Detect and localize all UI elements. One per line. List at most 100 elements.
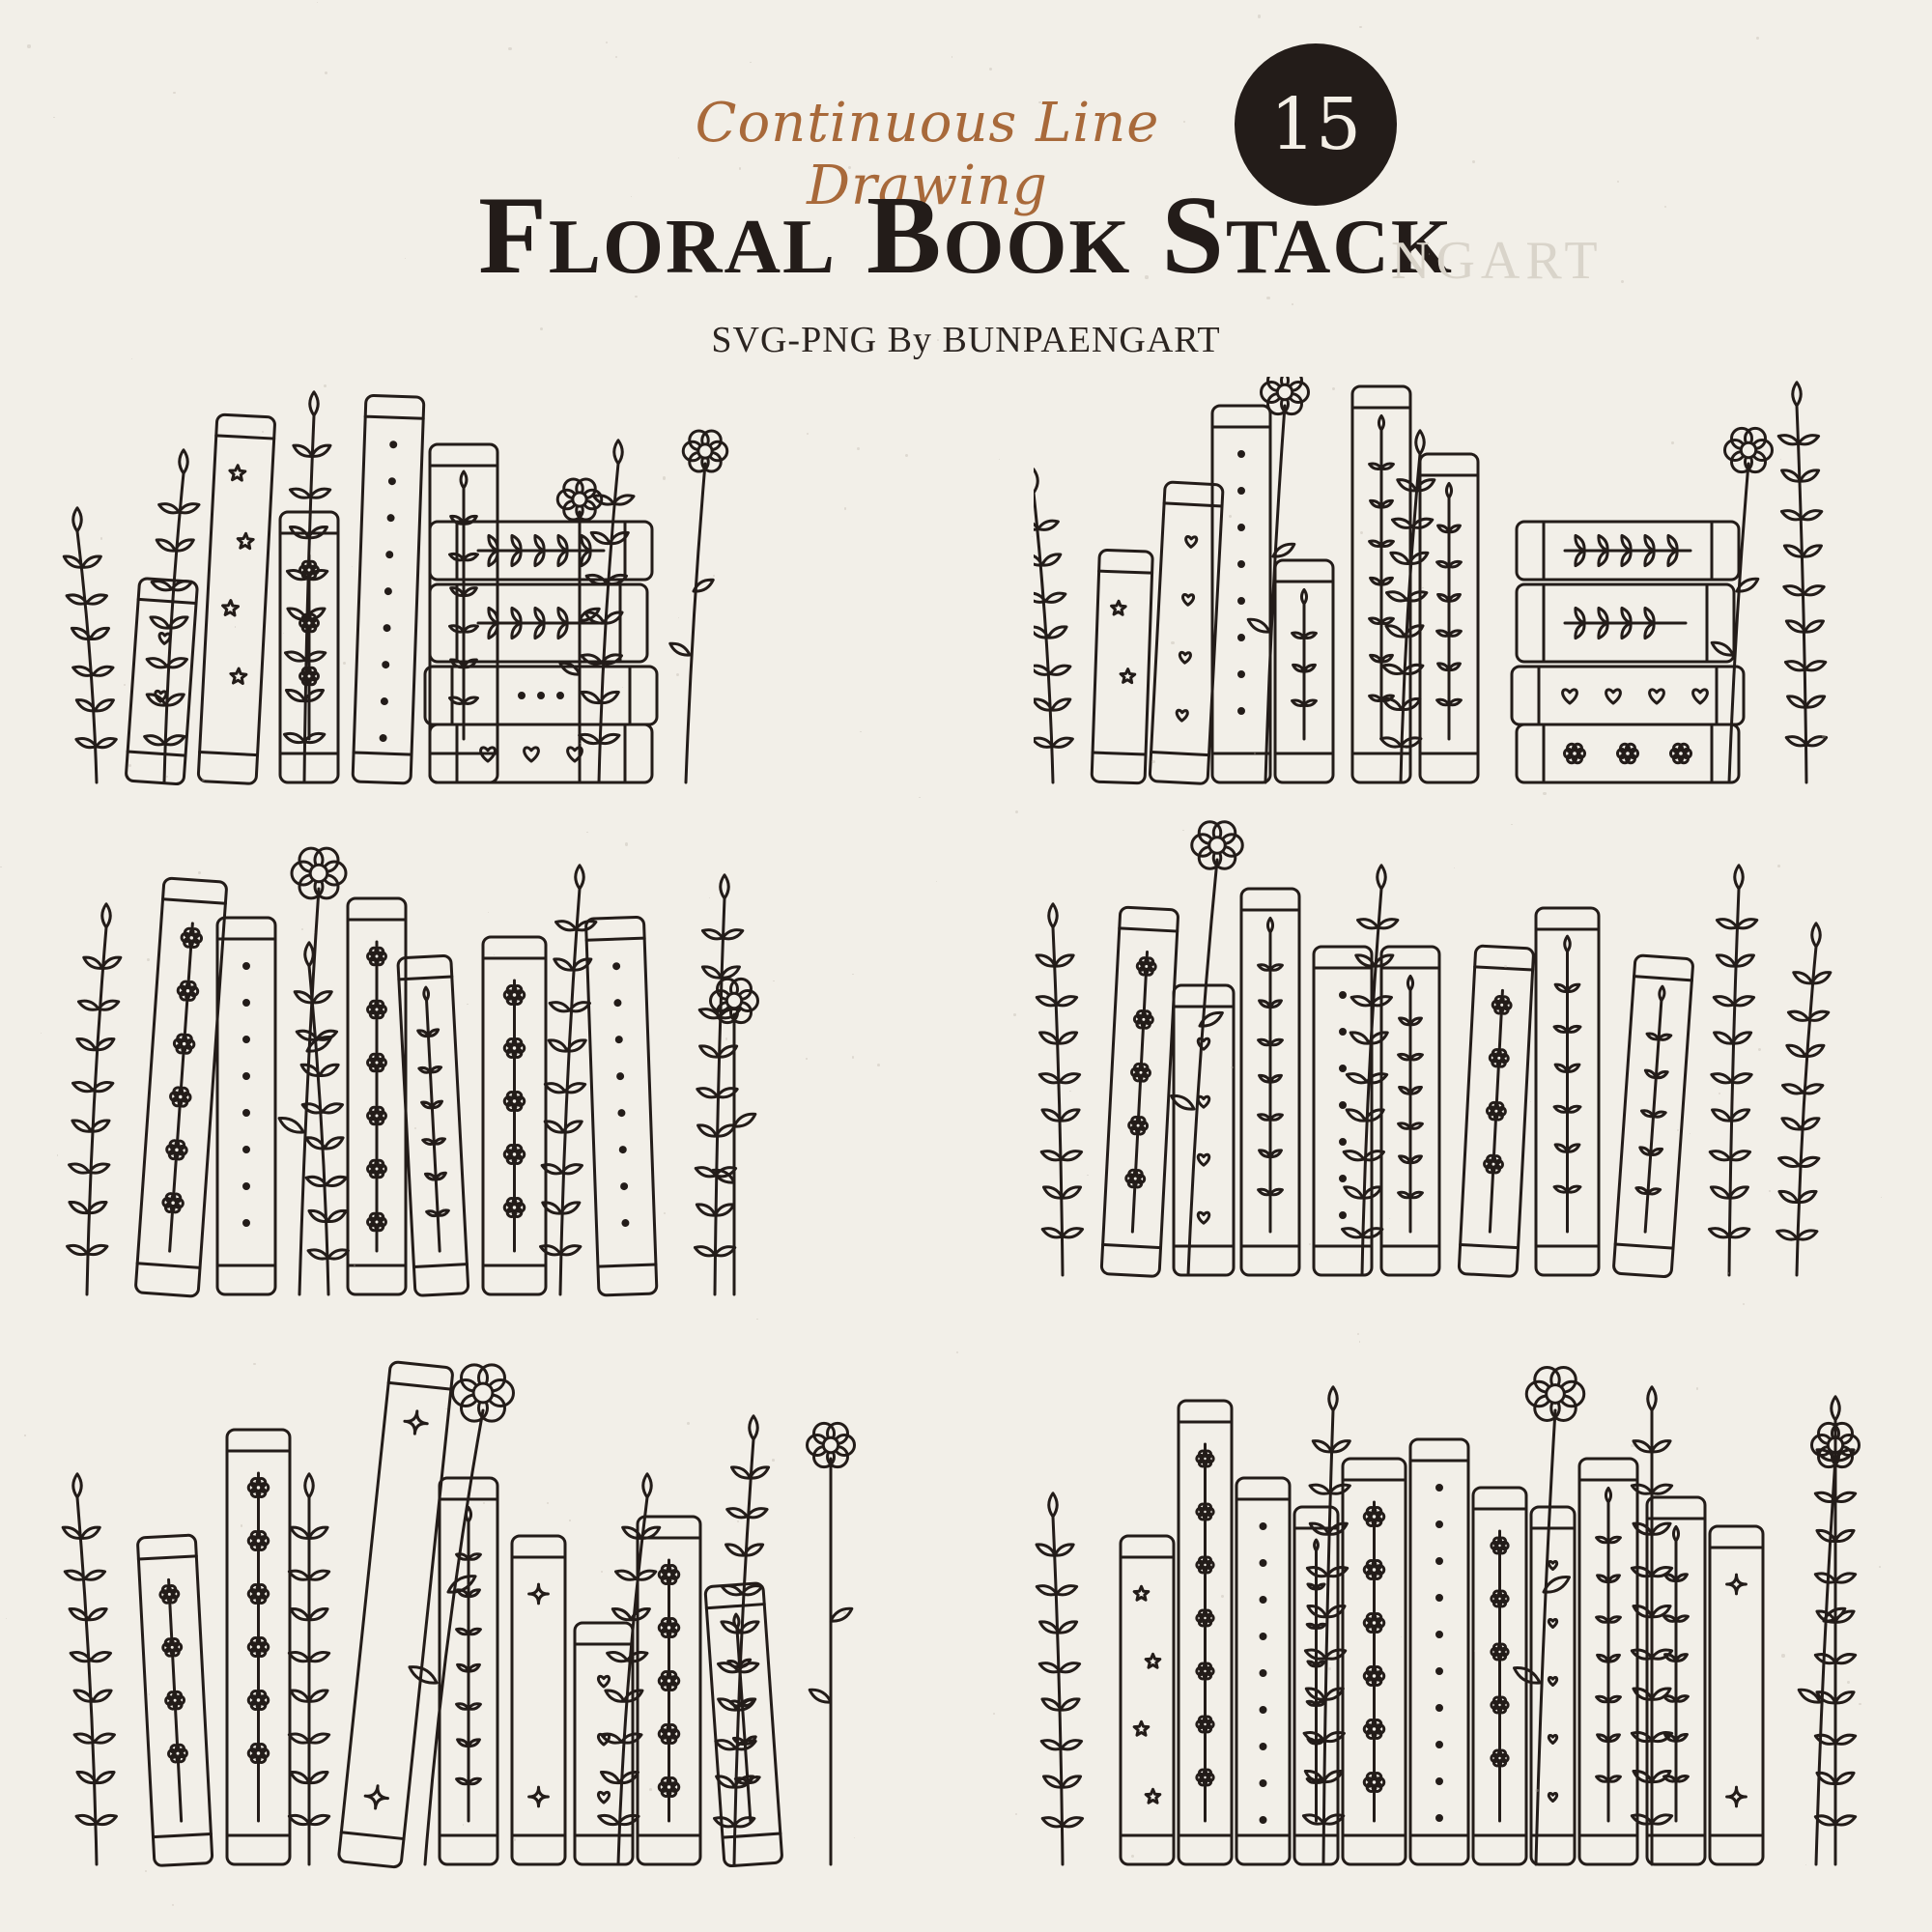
leaf-icon [1804, 695, 1827, 709]
dot-icon [614, 1036, 623, 1044]
leaf-icon [1053, 953, 1075, 968]
sparkle-icon [363, 1784, 389, 1810]
leaf-icon [1060, 1150, 1084, 1162]
leaf-icon [1040, 553, 1063, 567]
leaf-icon [743, 1543, 765, 1557]
paper-texture-speck [1529, 1101, 1532, 1103]
leaf-icon [1408, 1190, 1424, 1200]
dot-icon [1237, 524, 1245, 531]
leaf-icon [1408, 1122, 1424, 1130]
dot-icon [1259, 1559, 1267, 1567]
dot-icon [537, 692, 545, 699]
leaf-icon [1815, 1690, 1837, 1705]
leaf-icon [308, 487, 332, 499]
leaf-icon [1379, 616, 1395, 625]
leaf-icon [1299, 587, 1309, 606]
stem-icon [684, 462, 707, 784]
paper-texture-speck [1087, 1174, 1090, 1177]
heart-icon [1181, 592, 1196, 607]
stem-icon [1130, 950, 1150, 1234]
leaf-icon [715, 1775, 737, 1789]
book-spine [1177, 1399, 1234, 1866]
book-band [721, 1832, 782, 1839]
book-spine [1471, 1486, 1528, 1866]
book-stack-illustration-6 [1034, 1333, 1903, 1884]
book-band [596, 1263, 658, 1268]
heart-icon [1691, 688, 1709, 705]
paper-texture-speck [600, 1570, 603, 1573]
leaf-icon [1397, 1122, 1412, 1130]
leaf-icon [149, 615, 171, 630]
leaf-icon [1349, 1031, 1371, 1045]
book-outline [510, 1534, 567, 1866]
leaf-icon [1384, 624, 1406, 639]
paper-texture-speck [662, 476, 666, 480]
leaf-icon [1396, 478, 1418, 493]
paper-texture-speck [1038, 100, 1041, 104]
leaf-icon [467, 1776, 482, 1786]
leaf-icon [89, 1651, 113, 1663]
paper-texture-speck [691, 1125, 693, 1127]
leaf-icon [1246, 617, 1271, 634]
leaf-icon [325, 1175, 348, 1187]
leaf-icon [302, 688, 326, 703]
leaf-icon [287, 1732, 311, 1745]
leaf-icon [467, 1588, 481, 1599]
flower-center-icon [1130, 1174, 1140, 1183]
leaf-icon [1650, 1605, 1672, 1619]
leaf-icon [1797, 1155, 1821, 1168]
leaf-icon [713, 1203, 735, 1217]
leaf-icon [1436, 662, 1451, 672]
paper-texture-speck [1631, 1443, 1634, 1448]
paper-texture-speck [1758, 1047, 1762, 1051]
leaf-icon [462, 586, 478, 597]
paper-texture-speck [261, 430, 265, 434]
leaf-icon [1620, 606, 1633, 625]
leaf-icon [1574, 549, 1586, 568]
book-band [1097, 569, 1154, 575]
leaf-icon [299, 1063, 322, 1077]
leaf-icon [1258, 1073, 1272, 1084]
leaf-icon [467, 1738, 481, 1748]
leaf-icon [1447, 559, 1463, 569]
leaf-icon [1597, 549, 1609, 568]
leaf-icon [327, 1248, 350, 1261]
leaf-icon [1596, 1574, 1610, 1584]
leaf-icon [1385, 590, 1408, 603]
leaf-icon [1038, 1620, 1061, 1634]
leaf-icon [307, 1813, 331, 1827]
leaf-icon [1727, 1227, 1751, 1239]
stem-icon [425, 998, 441, 1253]
leaf-icon [543, 1082, 567, 1094]
book-spine [1534, 906, 1601, 1277]
book-outline [134, 876, 228, 1298]
flower-center-icon [168, 1198, 178, 1208]
flower-center-icon [253, 1642, 264, 1652]
paper-texture-speck [1780, 458, 1782, 461]
heart-icon [1547, 1734, 1559, 1745]
leaf-icon [1800, 509, 1824, 522]
script-title: Continuous Line Drawing [695, 92, 1160, 217]
leaf-icon [1328, 1483, 1351, 1495]
paper-texture-speck [1151, 759, 1155, 764]
heart-icon [1178, 650, 1192, 665]
leaf-icon [1037, 519, 1060, 531]
book-stack-illustration-1 [58, 377, 927, 792]
leaf-icon [563, 1082, 587, 1094]
star-icon [1119, 668, 1137, 685]
paper-texture-speck [147, 958, 151, 961]
leaf-icon [717, 1044, 739, 1059]
stem-icon [1399, 452, 1422, 784]
leaf-icon [1781, 1083, 1804, 1095]
paper-texture-speck [27, 44, 31, 48]
leaf-icon [1447, 592, 1462, 603]
leaf-icon [1198, 1010, 1224, 1028]
leaf-icon [63, 1569, 87, 1581]
paper-texture-speck [131, 357, 133, 359]
leaf-icon [287, 1813, 311, 1827]
leaf-icon [462, 514, 478, 526]
leaf-icon [558, 661, 582, 676]
leaf-icon [597, 732, 621, 746]
leaf-icon [455, 1627, 470, 1636]
paper-texture-speck [1473, 1650, 1476, 1652]
